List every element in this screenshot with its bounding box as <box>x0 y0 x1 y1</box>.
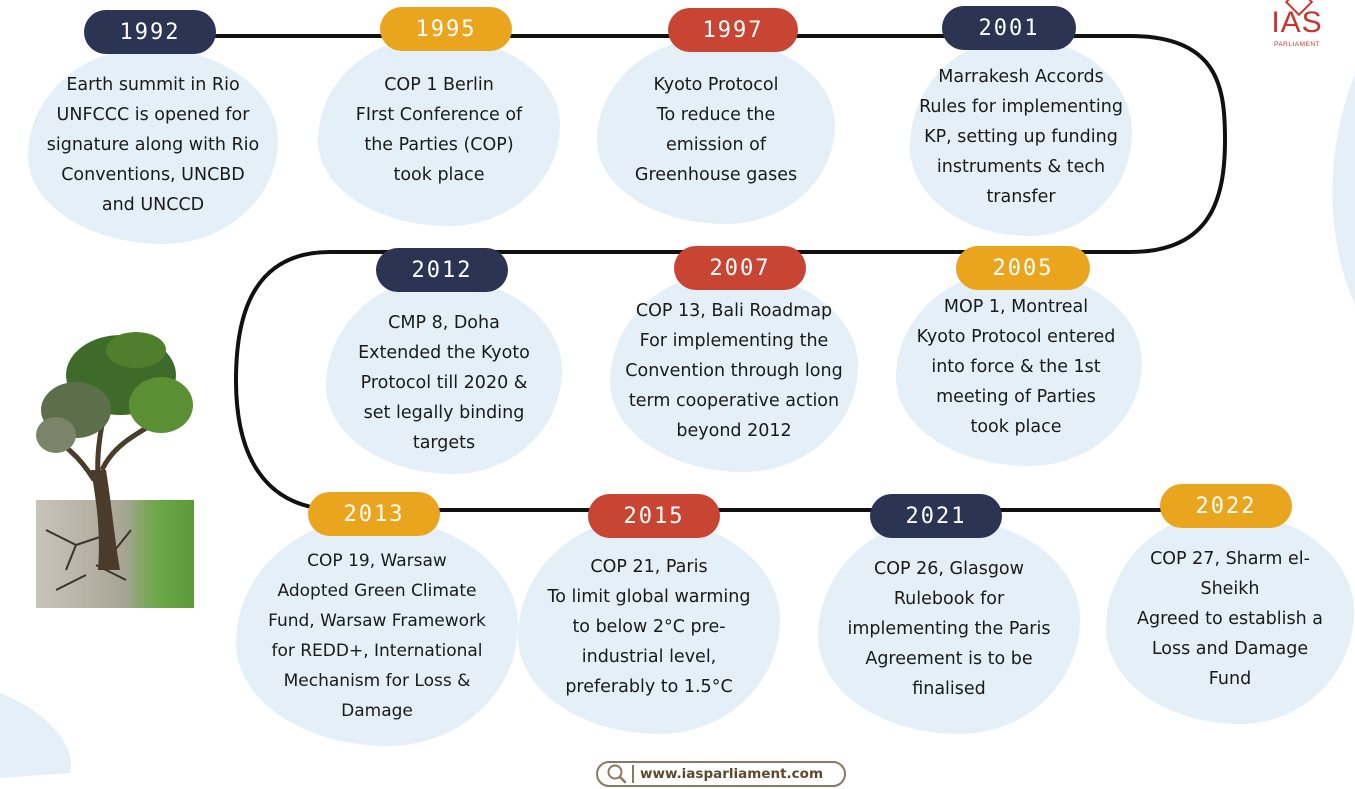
divider <box>632 765 634 783</box>
year-badge-2001: 2001 <box>942 6 1076 50</box>
website-url: www.iasparliament.com <box>640 766 824 782</box>
year-badge-2021: 2021 <box>870 494 1002 538</box>
website-link[interactable]: www.iasparliament.com <box>596 761 846 787</box>
year-badge-1992: 1992 <box>84 10 216 54</box>
event-bubble <box>597 38 835 224</box>
year-badge-2015: 2015 <box>588 494 720 538</box>
year-badge-1997: 1997 <box>668 8 798 52</box>
year-badge-2005: 2005 <box>956 246 1090 290</box>
event-bubble <box>896 270 1142 466</box>
logo-text: IAS <box>1271 6 1323 39</box>
ias-parliament-logo: IAS PARLIAMENT <box>1258 0 1336 50</box>
logo-subtitle: PARLIAMENT <box>1273 41 1321 48</box>
decorative-blob-left <box>0 693 72 778</box>
event-bubble <box>610 272 858 472</box>
event-bubble <box>818 518 1080 734</box>
event-bubble <box>518 518 780 734</box>
event-bubble <box>318 36 560 226</box>
year-badge-2007: 2007 <box>674 246 806 290</box>
decorative-blob-right <box>1332 75 1355 305</box>
year-badge-2022: 2022 <box>1160 484 1292 528</box>
tree-illustration <box>36 332 194 608</box>
event-bubble <box>236 518 518 746</box>
event-bubble <box>326 278 562 474</box>
year-badge-1995: 1995 <box>380 7 512 51</box>
event-bubble <box>1106 512 1354 724</box>
event-bubble <box>910 38 1132 236</box>
search-icon <box>607 764 627 784</box>
year-badge-2013: 2013 <box>308 492 440 536</box>
year-badge-2012: 2012 <box>376 248 508 292</box>
event-bubble <box>28 48 278 244</box>
